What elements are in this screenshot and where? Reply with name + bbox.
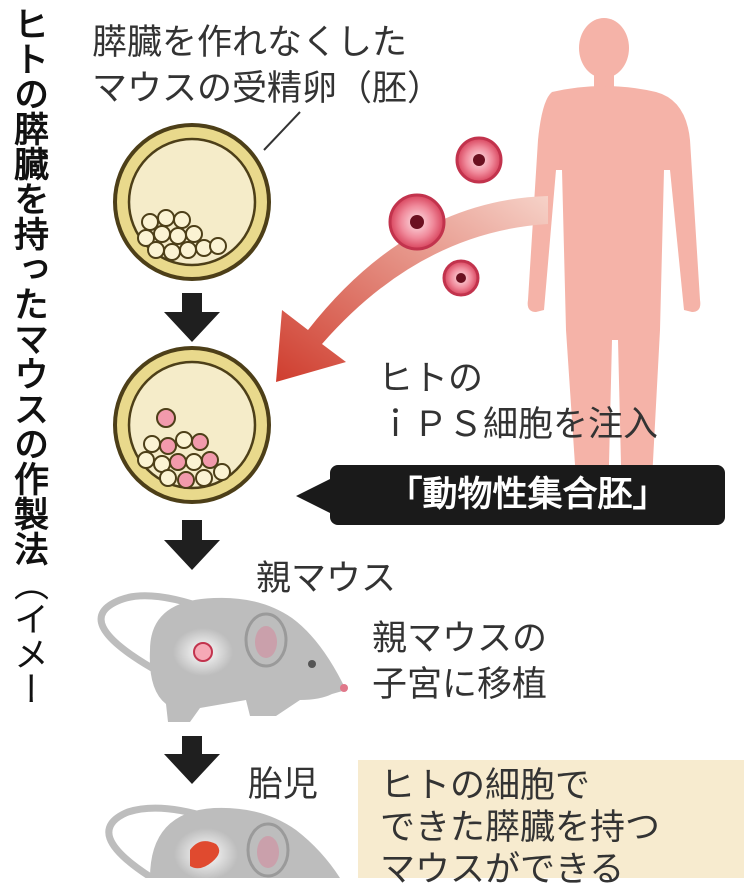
parent-mouse [97,592,348,722]
ips-cells [388,136,503,297]
ips-label-line2: ｉＰＳ細胞を注入 [378,405,659,445]
result-label-line3: マウスができる [380,850,625,890]
label-pointer [263,111,301,151]
embryo-label: 膵臓を作れなくした マウスの受精卵（胚） [92,20,442,112]
embryo-label-line1: 膵臓を作れなくした [92,23,408,63]
ips-label: ヒトの ｉＰＳ細胞を注入 [378,356,658,448]
parent-mouse-label: 親マウス [256,559,397,599]
embryo-label-line2: マウスの受精卵（胚） [92,69,443,109]
result-label-line1: ヒトの細胞で [380,766,591,806]
embryo-2 [113,346,271,504]
injection-arrow [276,196,548,382]
result-highlight-box [358,760,744,878]
title-suffix: （イメー [8,566,48,706]
ips-label-line1: ヒトの [378,359,484,399]
page-title: ヒトの膵臓を持ったマウスの作製法（イメー [8,6,48,878]
down-arrow-3 [164,736,220,784]
embryo-1 [113,123,271,281]
down-arrow-1 [164,293,220,342]
fetus-mouse [105,804,340,878]
title-text: ヒトの膵臓を持ったマウスの作製法 [8,6,48,566]
human-silhouette [527,18,701,506]
callout-box: 「動物性集合胚」 [330,465,725,525]
fetus-label: 胎児 [248,765,319,805]
down-arrow-2 [164,520,220,570]
result-label: ヒトの細胞で できた膵臓を持つ マウスができる [380,765,660,891]
result-label-line2: できた膵臓を持つ [380,808,661,848]
transplant-label-line1: 親マウスの [372,619,548,659]
transplant-label-line2: 子宮に移植 [372,665,548,705]
callout-tail [296,478,332,514]
transplant-label: 親マウスの 子宮に移植 [372,616,547,708]
